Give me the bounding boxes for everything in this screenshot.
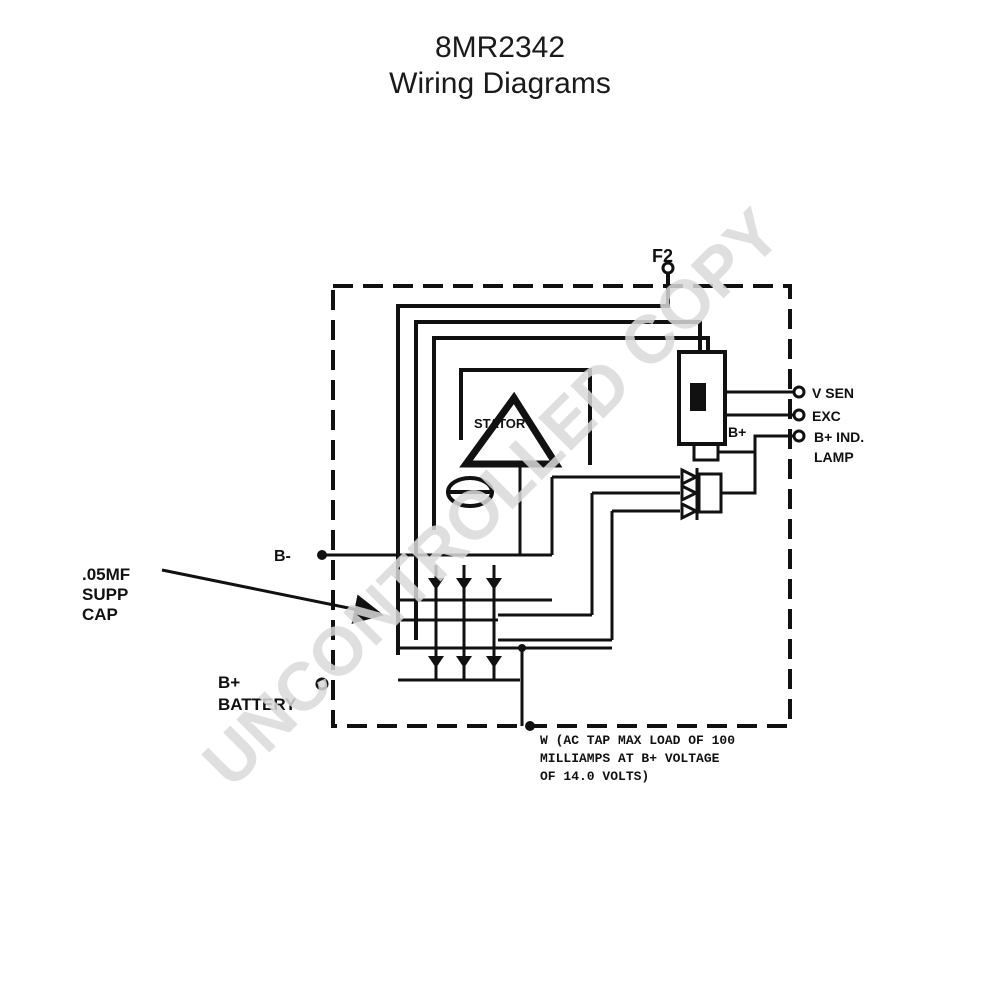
diode-trio: [680, 467, 723, 521]
b-plus-label-regulator: B+: [728, 424, 746, 440]
rectifier-diodes: [428, 578, 502, 668]
regulator-field-wiring: [396, 272, 710, 655]
stator-label: STATOR: [474, 416, 526, 431]
capacitor-value-label: .05MF: [82, 565, 130, 584]
battery-b-plus-label: B+: [218, 673, 240, 692]
f2-label: F2: [652, 246, 673, 266]
w-terminal: [525, 721, 535, 731]
document-header: 8MR2342 Wiring Diagrams: [0, 30, 1000, 102]
exc-label: EXC: [812, 408, 841, 424]
f2-terminal: [661, 261, 675, 275]
part-number: 8MR2342: [434, 31, 566, 64]
battery-terminal: [315, 677, 329, 691]
w-tap-note-line-3: OF 14.0 VOLTS): [540, 769, 649, 784]
b-minus-label: B-: [274, 548, 291, 565]
suppression-capacitor-lead: [161, 568, 384, 624]
w-tap-note-line-1: W (AC TAP MAX LOAD OF 100: [540, 733, 735, 748]
battery-label: BATTERY: [218, 695, 297, 714]
lamp-label: LAMP: [814, 449, 854, 465]
stator-winding: STATOR: [459, 391, 563, 468]
b-minus-terminal: [317, 550, 327, 560]
capacitor-cap-label: CAP: [82, 605, 118, 624]
b-plus-ind-label: B+ IND.: [814, 429, 864, 445]
v-sen-terminal: [792, 385, 806, 399]
stator-to-diode-trio-wiring: [552, 434, 794, 640]
rotor-field: [446, 476, 494, 508]
exc-terminal: [792, 408, 806, 422]
page-subtitle: Wiring Diagrams: [389, 67, 611, 100]
voltage-regulator: [677, 350, 727, 462]
w-tap-note-line-2: MILLIAMPS AT B+ VOLTAGE: [540, 751, 720, 766]
w-tap-junction: [518, 644, 526, 652]
v-sen-label: V SEN: [812, 385, 854, 401]
b-plus-ind-terminal: [792, 429, 806, 443]
capacitor-supp-label: SUPP: [82, 585, 128, 604]
alternator-housing-boundary: [331, 284, 792, 728]
